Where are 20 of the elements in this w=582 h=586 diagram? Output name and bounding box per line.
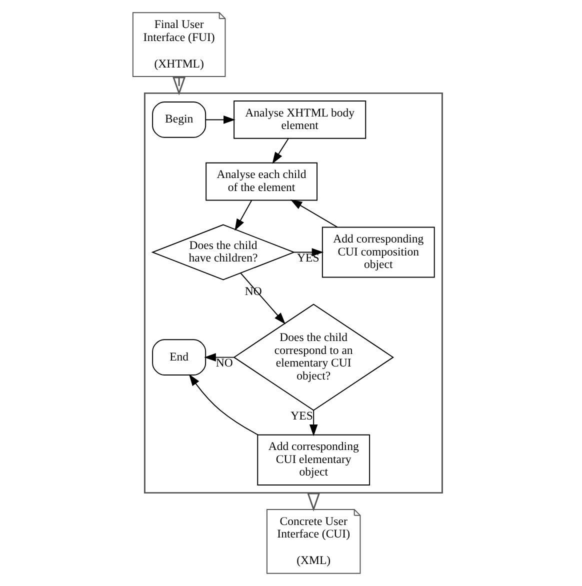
arrow xyxy=(204,116,235,124)
arrow xyxy=(172,76,186,96)
node-box: Add corresponding CUI elementary object xyxy=(256,434,370,486)
arrow xyxy=(272,138,288,164)
node-box: Add corresponding CUI composition object xyxy=(321,226,434,278)
node-box: Analyse each child of the element xyxy=(205,162,318,201)
arrow xyxy=(308,410,318,436)
arrow xyxy=(290,199,338,228)
arrow xyxy=(188,374,258,436)
node-diamond: Does the child have children? xyxy=(150,224,295,280)
node-diamond: Does the child correspond to an elementary CUI object? xyxy=(232,304,394,411)
arrow xyxy=(204,353,234,362)
arrow xyxy=(234,200,252,231)
edge-label: YES xyxy=(296,252,319,265)
node-box: Begin xyxy=(152,102,206,138)
arrow xyxy=(240,272,285,324)
node-box: Analyse XHTML body element xyxy=(233,100,366,139)
edge-label: YES xyxy=(290,409,312,422)
node-box: End xyxy=(152,339,206,376)
edge-label: NO xyxy=(215,356,232,370)
